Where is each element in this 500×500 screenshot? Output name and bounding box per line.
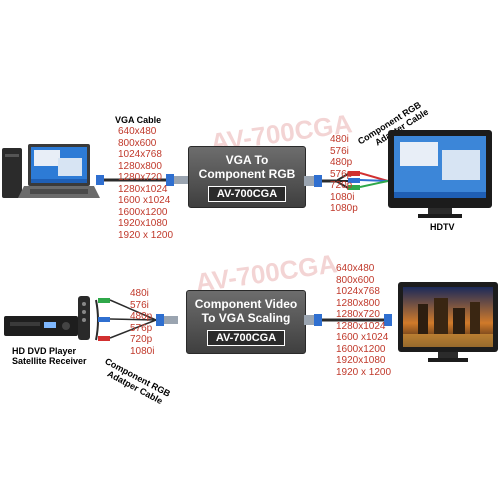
vga-resolution-item: 1600x1200 bbox=[336, 343, 386, 355]
vga-cable-bottom bbox=[304, 314, 392, 326]
vga-resolution-item: 1024x768 bbox=[336, 286, 380, 297]
component-resolution-item: 480p bbox=[330, 157, 353, 168]
vga-resolution-item: 640x480 bbox=[118, 126, 157, 137]
vga-resolution-item: 1280x800 bbox=[336, 297, 380, 309]
hdtv-illustration bbox=[388, 130, 492, 218]
vga-resolution-item: 1280x720 bbox=[336, 309, 380, 320]
vga-resolution-item: 1280x1024 bbox=[118, 183, 168, 195]
vga-resolution-item: 1920 x 1200 bbox=[336, 366, 392, 378]
vga-resolution-item: 1600 x1024 bbox=[118, 195, 171, 206]
vga-resolution-item: 640x480 bbox=[336, 263, 375, 274]
vga-resolution-item: 1920x1080 bbox=[336, 355, 386, 366]
component-cable-to-hdtv-top bbox=[360, 172, 389, 188]
vga-resolution-item: 1024x768 bbox=[118, 149, 162, 160]
component-cable-bottom bbox=[95, 298, 178, 341]
component-resolution-item: 480i bbox=[330, 134, 349, 145]
vga-resolution-item: 800x600 bbox=[118, 137, 157, 149]
source-label: HD DVD Player Satellite Receiver bbox=[12, 346, 87, 366]
converter-title-top: VGA To Component RGB bbox=[189, 147, 305, 181]
component-resolution-item: 576p bbox=[130, 322, 153, 334]
component-resolution-item: 576p bbox=[330, 168, 353, 180]
vga-resolution-item: 1280x1024 bbox=[336, 320, 386, 332]
hdtv-label: HDTV bbox=[430, 222, 455, 232]
component-cable-label-bottom: Component RGB Adatper Cable bbox=[99, 356, 172, 408]
source-label-line2: Satellite Receiver bbox=[12, 356, 87, 366]
converter-box-bottom: Component Video To VGA Scaling AV-700CGA bbox=[186, 290, 306, 354]
converter-title-line2-bottom: To VGA Scaling bbox=[201, 311, 291, 325]
vga-resolution-item: 1920 x 1200 bbox=[118, 229, 174, 241]
component-resolution-item: 480i bbox=[130, 288, 149, 299]
component-resolution-item: 480p bbox=[130, 311, 153, 322]
vga-resolution-item: 1920x1080 bbox=[118, 218, 168, 229]
pc-laptop-illustration bbox=[2, 144, 100, 198]
vga-resolution-item: 800x600 bbox=[336, 274, 375, 286]
component-resolution-item: 1080p bbox=[330, 203, 358, 214]
component-resolution-item: 1080i bbox=[130, 345, 155, 357]
tv-illustration bbox=[398, 282, 498, 362]
component-resolution-item: 576i bbox=[130, 299, 149, 311]
source-label-line1: HD DVD Player bbox=[12, 346, 77, 356]
dvd-player-illustration bbox=[4, 316, 78, 336]
component-resolution-item: 720p bbox=[330, 180, 353, 191]
converter-title-line1-top: VGA To bbox=[225, 153, 269, 167]
component-resolution-item: 576i bbox=[330, 145, 349, 157]
component-resolution-item: 1080i bbox=[330, 191, 355, 203]
vga-cable-label-top: VGA Cable bbox=[115, 115, 162, 125]
converter-title-bottom: Component Video To VGA Scaling bbox=[187, 291, 305, 325]
vga-cable-top bbox=[96, 174, 188, 186]
model-label-top: AV-700CGA bbox=[207, 186, 287, 202]
vga-resolution-item: 1600x1200 bbox=[118, 206, 168, 218]
vga-to-component-cable-top bbox=[304, 171, 360, 190]
model-label-bottom: AV-700CGA bbox=[206, 330, 286, 346]
converter-box-top: VGA To Component RGB AV-700CGA bbox=[188, 146, 306, 208]
vga-resolution-item: 1280x720 bbox=[118, 172, 162, 183]
converter-title-line2-top: Component RGB bbox=[198, 167, 296, 181]
vga-resolution-item: 1600 x1024 bbox=[336, 332, 389, 343]
vga-resolution-item: 1280x800 bbox=[118, 160, 162, 172]
converter-title-line1-bottom: Component Video bbox=[194, 297, 298, 311]
component-resolution-item: 720p bbox=[130, 334, 153, 345]
remote-control-illustration bbox=[78, 296, 90, 340]
